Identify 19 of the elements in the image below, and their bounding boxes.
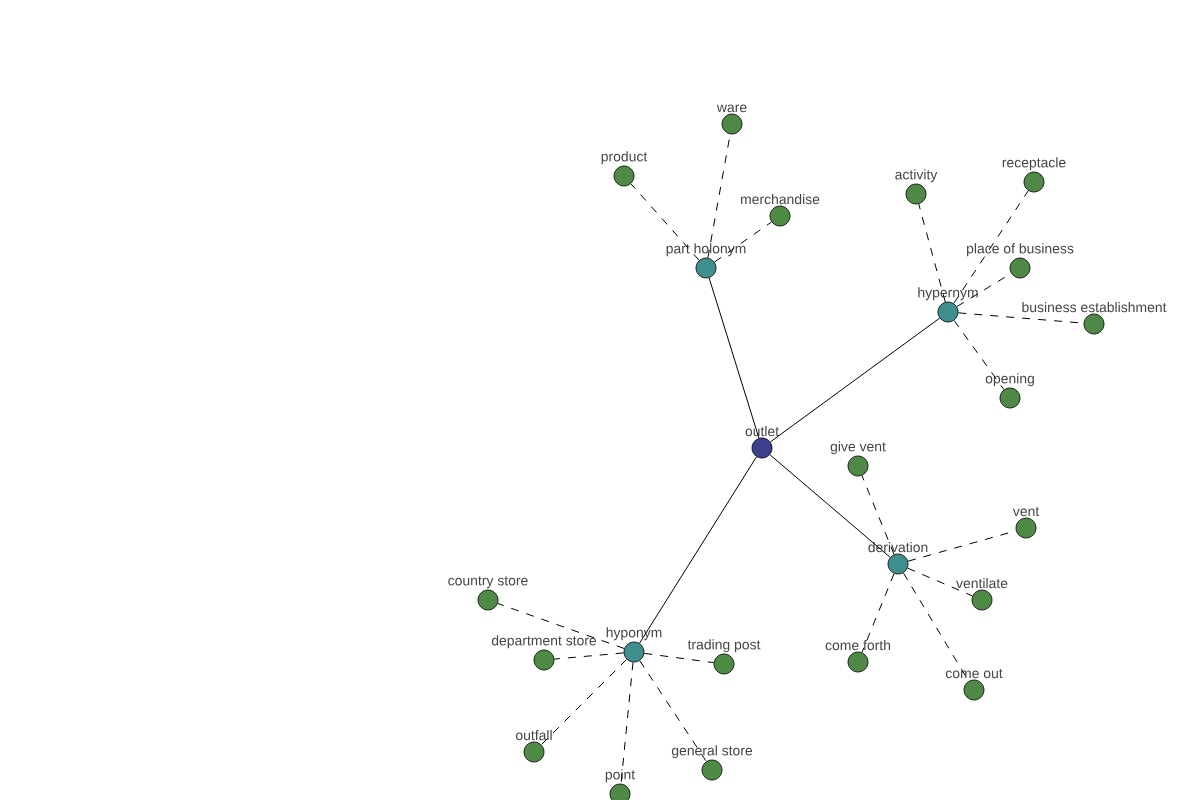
connector-line <box>769 454 891 558</box>
connector-line <box>953 190 1029 304</box>
connector-line <box>861 573 895 653</box>
connector-line <box>639 456 757 644</box>
connector-line <box>620 661 634 785</box>
connector-line <box>708 277 760 439</box>
connector-line <box>540 658 628 746</box>
connector-line <box>553 652 625 660</box>
connector-line <box>918 203 946 303</box>
connector-line <box>643 652 715 664</box>
connector-line <box>907 567 973 597</box>
connector-line <box>630 183 700 261</box>
connector-line <box>953 319 1005 391</box>
connector-line <box>902 572 970 682</box>
connector-line <box>769 317 941 443</box>
connector-line <box>861 475 895 555</box>
connector-line <box>497 603 625 649</box>
connector-line <box>639 660 707 762</box>
connector-line <box>714 221 772 263</box>
